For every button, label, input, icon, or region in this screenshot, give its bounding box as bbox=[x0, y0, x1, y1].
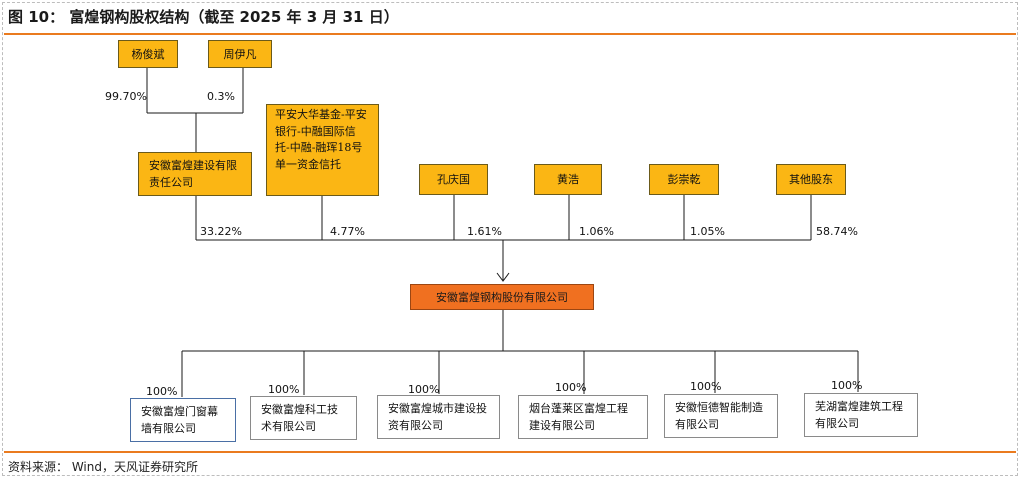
ownership-pct: 0.3% bbox=[207, 90, 235, 103]
holder-box: 周伊凡 bbox=[208, 40, 272, 68]
shareholder-box: 其他股东 bbox=[776, 164, 846, 195]
ownership-pct: 1.05% bbox=[690, 225, 725, 238]
ownership-pct: 4.77% bbox=[330, 225, 365, 238]
ownership-pct: 1.06% bbox=[579, 225, 614, 238]
ownership-pct: 100% bbox=[831, 379, 863, 392]
shareholder-box: 安徽富煌建设有限责任公司 bbox=[138, 152, 252, 196]
shareholder-box: 黄浩 bbox=[534, 164, 602, 195]
shareholder-box: 孔庆国 bbox=[419, 164, 488, 195]
ownership-pct: 99.70% bbox=[105, 90, 147, 103]
company-box: 安徽富煌钢构股份有限公司 bbox=[410, 284, 594, 310]
ownership-pct: 33.22% bbox=[200, 225, 242, 238]
ownership-pct: 100% bbox=[146, 385, 178, 398]
source-rule bbox=[4, 451, 1016, 453]
subsidiary-box: 安徽富煌城市建设投资有限公司 bbox=[377, 395, 500, 439]
title-rule bbox=[4, 33, 1016, 35]
figure-title: 图 10： 富煌钢构股权结构（截至 2025 年 3 月 31 日） bbox=[8, 8, 399, 26]
ownership-pct: 100% bbox=[690, 380, 722, 393]
arrow-head bbox=[496, 272, 510, 282]
ownership-pct: 58.74% bbox=[816, 225, 858, 238]
ownership-pct: 100% bbox=[555, 381, 587, 394]
ownership-pct: 1.61% bbox=[467, 225, 502, 238]
subsidiary-box: 烟台蓬莱区富煌工程建设有限公司 bbox=[518, 395, 648, 439]
holder-box: 杨俊斌 bbox=[118, 40, 178, 68]
shareholder-box: 彭崇乾 bbox=[649, 164, 719, 195]
source-note: 资料来源： Wind，天风证券研究所 bbox=[8, 460, 198, 474]
subsidiary-box: 安徽富煌门窗幕墙有限公司 bbox=[130, 398, 236, 442]
ownership-pct: 100% bbox=[408, 383, 440, 396]
shareholder-box: 平安大华基金-平安银行-中融国际信托-中融-融珲18号单一资金信托 bbox=[266, 104, 379, 196]
subsidiary-box: 安徽恒德智能制造有限公司 bbox=[664, 394, 778, 438]
subsidiary-box: 芜湖富煌建筑工程有限公司 bbox=[804, 393, 918, 437]
ownership-pct: 100% bbox=[268, 383, 300, 396]
subsidiary-box: 安徽富煌科工技术有限公司 bbox=[250, 396, 357, 440]
